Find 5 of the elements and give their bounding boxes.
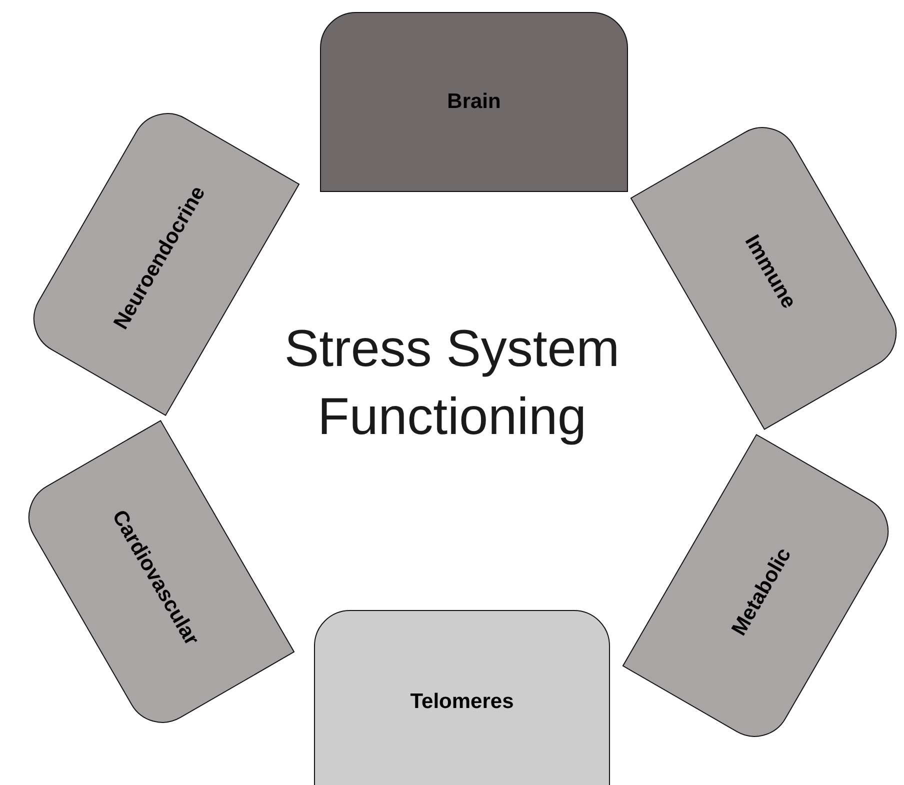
category-tab	[320, 12, 628, 192]
center-title: Stress System Functioning	[283, 319, 621, 448]
category-tab	[314, 610, 610, 785]
tab-label: Telomeres	[410, 690, 514, 714]
tab-label: Brain	[447, 90, 501, 114]
